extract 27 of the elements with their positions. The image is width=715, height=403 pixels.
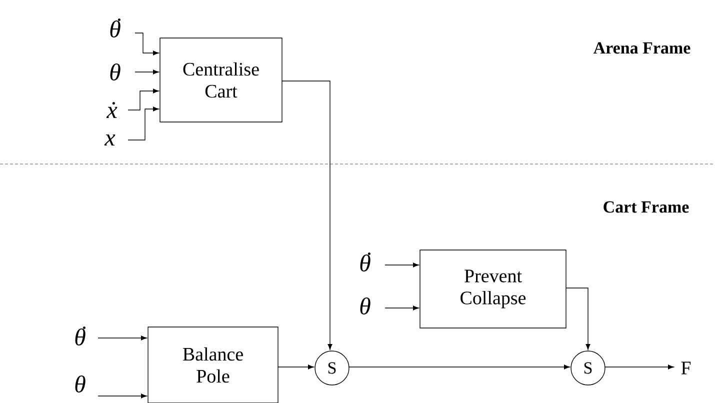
- variable-label: x: [104, 134, 116, 146]
- variable-label: θ: [75, 375, 86, 392]
- variable-label: θ̇: [110, 18, 120, 38]
- arrow: [384, 262, 419, 268]
- arrow: [134, 70, 159, 74]
- arrow: [348, 364, 570, 370]
- variable-label: ẋ: [106, 102, 118, 118]
- arrow: [282, 80, 332, 350]
- variable-label: θ: [360, 297, 370, 314]
- frame-label: Arena Frame: [593, 42, 690, 54]
- arrow: [98, 394, 147, 398]
- process-box: Centralise Cart: [160, 38, 282, 122]
- variable-label: θ̇: [75, 326, 86, 346]
- process-box: Prevent Collapse: [420, 250, 566, 328]
- arrow: [384, 306, 419, 310]
- arrow: [98, 336, 147, 340]
- frame-label: Cart Frame: [604, 201, 689, 213]
- variable-label: θ̇: [360, 252, 370, 272]
- output-label: F: [681, 362, 691, 374]
- arrow: [566, 288, 590, 350]
- arrow: [278, 364, 314, 370]
- arrow: [128, 106, 159, 140]
- arrow: [134, 32, 159, 56]
- arrow: [128, 88, 159, 110]
- variable-label: θ: [110, 64, 120, 80]
- process-box: Balance Pole: [148, 326, 278, 403]
- arrow: [604, 364, 674, 370]
